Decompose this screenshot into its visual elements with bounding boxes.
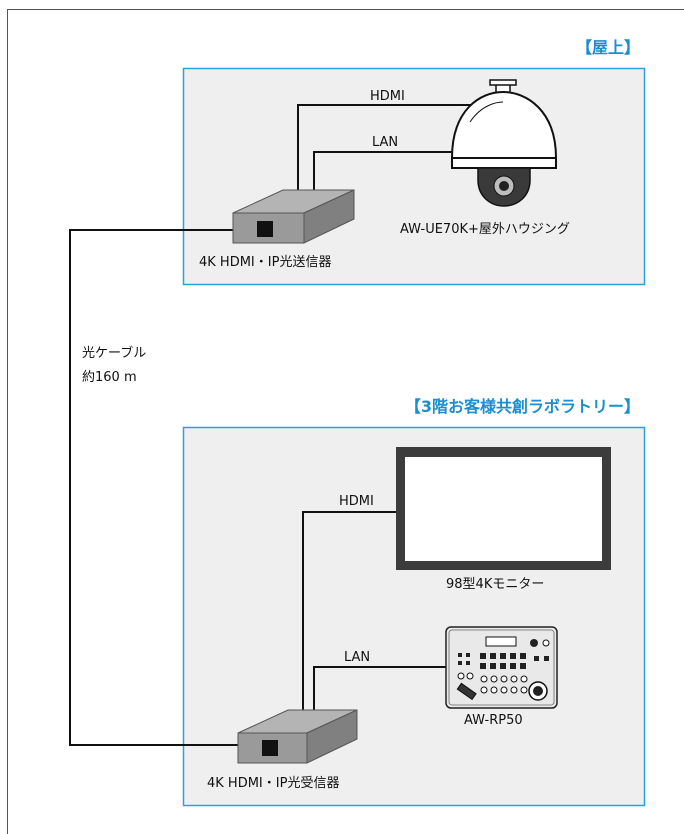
bottom-hdmi-cable — [302, 511, 400, 710]
top-lan-label: LAN — [372, 135, 398, 150]
receiver-device — [237, 709, 358, 764]
lab-title: 【3階お客様共創ラボラトリー】 — [405, 397, 640, 416]
top-hdmi-label: HDMI — [370, 89, 405, 104]
controller-icon — [445, 626, 558, 709]
top-lan-cable — [313, 151, 455, 196]
fiber-cable — [69, 229, 238, 746]
fiber-label-line1: 光ケーブル — [82, 345, 146, 361]
transmitter-port — [257, 221, 273, 237]
monitor-label: 98型4Kモニター — [446, 577, 544, 592]
monitor-icon — [396, 447, 611, 570]
top-hdmi-cable — [297, 104, 488, 190]
bottom-hdmi-label: HDMI — [339, 494, 374, 509]
controller-label: AW-RP50 — [464, 713, 523, 728]
transmitter-device — [232, 189, 355, 244]
rooftop-room — [182, 67, 646, 286]
receiver-label: 4K HDMI・IP光受信器 — [207, 776, 339, 791]
transmitter-label: 4K HDMI・IP光送信器 — [199, 255, 331, 270]
receiver-port — [262, 740, 278, 756]
outer-frame — [7, 9, 684, 834]
bottom-lan-cable — [313, 666, 446, 714]
rooftop-title: 【屋上】 — [576, 38, 640, 57]
camera-label: AW-UE70K+屋外ハウジング — [400, 222, 570, 237]
bottom-lan-label: LAN — [344, 650, 370, 665]
dome-camera-icon — [450, 79, 558, 207]
fiber-label-line2: 約160 m — [82, 370, 137, 385]
